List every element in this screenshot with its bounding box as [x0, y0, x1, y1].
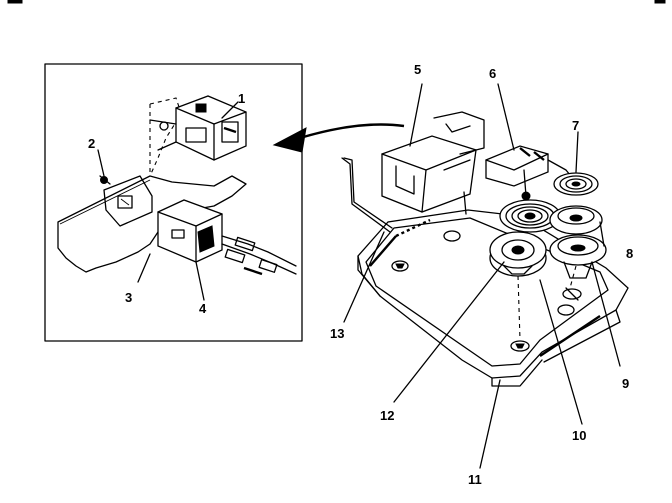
inset-detail-box: [44, 63, 303, 342]
callout-5: 5: [414, 62, 421, 77]
wire-harness: [221, 235, 297, 276]
callout-labels: 1 2 3 4 5 6 7 8 9 10 11 12 13: [88, 62, 633, 487]
callout-10: 10: [572, 428, 586, 443]
callout-3: 3: [125, 290, 132, 305]
drip-bowl-lower: [549, 234, 607, 279]
callout-6: 6: [489, 66, 496, 81]
callout-11: 11: [468, 472, 482, 487]
callout-13: 13: [330, 326, 344, 341]
infinite-switch: [485, 145, 575, 201]
screw: [99, 175, 111, 185]
support-rod: [341, 157, 393, 233]
main-assembly: [341, 83, 629, 469]
callout-1: 1: [238, 91, 245, 106]
receptacle-block: [157, 199, 223, 263]
callout-2: 2: [88, 136, 95, 151]
drip-bowl-right: [549, 205, 603, 235]
coil-element-right: [553, 172, 599, 196]
element-receptacle: [562, 287, 582, 301]
callout-12: 12: [380, 408, 394, 423]
detail-pointer-arrow: [272, 123, 405, 153]
callout-8: 8: [626, 246, 633, 261]
control-bracket: [381, 111, 485, 215]
callout-7: 7: [572, 118, 579, 133]
top-edge-marks: [7, 0, 666, 4]
callout-9: 9: [622, 376, 629, 391]
coil-element-center: [499, 199, 561, 233]
switch-bracket: [149, 95, 247, 161]
surface-element-left: [489, 231, 547, 277]
callout-4: 4: [199, 301, 207, 316]
